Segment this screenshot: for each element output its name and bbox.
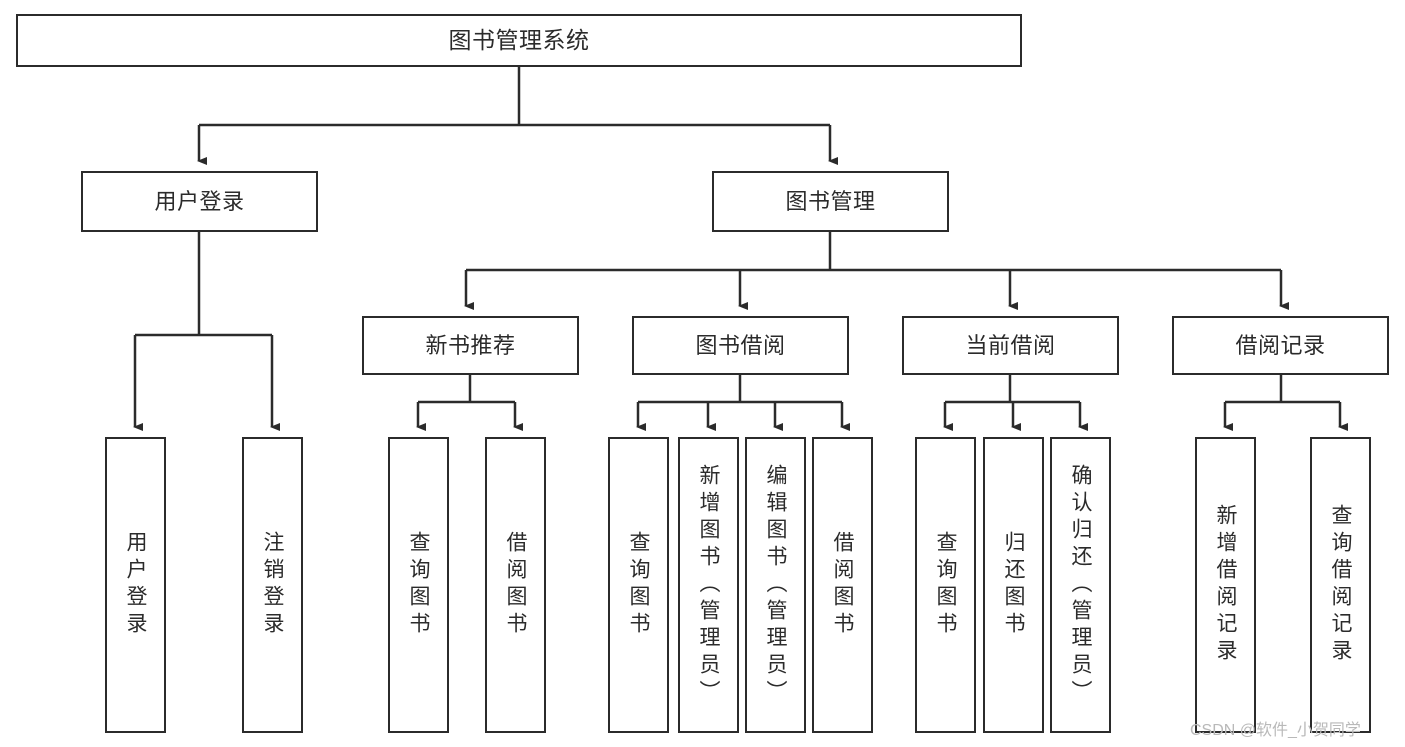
node-label: 查询借阅记录 xyxy=(1329,504,1352,666)
node-label: 编辑图书（管理员） xyxy=(764,463,787,707)
node-label: 归还图书 xyxy=(1002,531,1025,639)
leaf-new-book-borrow-book[interactable]: 借阅图书 xyxy=(485,437,546,733)
node-current-borrow[interactable]: 当前借阅 xyxy=(902,316,1119,375)
node-label: 新书推荐 xyxy=(425,332,516,358)
leaf-book-borrow-add-book-admin[interactable]: 新增图书（管理员） xyxy=(678,437,739,733)
node-label: 用户登录 xyxy=(154,188,245,214)
node-book-management[interactable]: 图书管理 xyxy=(712,171,949,232)
leaf-book-borrow-edit-book-admin[interactable]: 编辑图书（管理员） xyxy=(745,437,806,733)
node-new-book-recommend[interactable]: 新书推荐 xyxy=(362,316,579,375)
node-label: 确认归还（管理员） xyxy=(1069,463,1092,707)
leaf-borrow-record-query-record[interactable]: 查询借阅记录 xyxy=(1310,437,1371,733)
node-label: 查询图书 xyxy=(627,531,650,639)
csdn-watermark: CSDN @软件_小贺同学 xyxy=(1190,722,1361,739)
node-label: 注销登录 xyxy=(261,531,284,639)
node-label: 查询图书 xyxy=(934,531,957,639)
node-label: 借阅图书 xyxy=(504,531,527,639)
node-user-login[interactable]: 用户登录 xyxy=(81,171,318,232)
node-label: 用户登录 xyxy=(124,531,147,639)
leaf-current-borrow-confirm-return-admin[interactable]: 确认归还（管理员） xyxy=(1050,437,1111,733)
node-label: 图书管理系统 xyxy=(448,27,590,54)
leaf-book-borrow-query-book[interactable]: 查询图书 xyxy=(608,437,669,733)
node-label: 借阅图书 xyxy=(831,531,854,639)
node-label: 新增图书（管理员） xyxy=(697,463,720,707)
node-label: 新增借阅记录 xyxy=(1214,504,1237,666)
leaf-user-login-signin[interactable]: 用户登录 xyxy=(105,437,166,733)
node-label: 图书借阅 xyxy=(695,332,786,358)
leaf-borrow-record-add-record[interactable]: 新增借阅记录 xyxy=(1195,437,1256,733)
node-book-management-system[interactable]: 图书管理系统 xyxy=(16,14,1022,67)
leaf-new-book-query-book[interactable]: 查询图书 xyxy=(388,437,449,733)
node-book-borrow[interactable]: 图书借阅 xyxy=(632,316,849,375)
leaf-current-borrow-query-book[interactable]: 查询图书 xyxy=(915,437,976,733)
node-label: 当前借阅 xyxy=(965,332,1056,358)
node-label: 图书管理 xyxy=(785,188,876,214)
node-label: 查询图书 xyxy=(407,531,430,639)
leaf-current-borrow-return-book[interactable]: 归还图书 xyxy=(983,437,1044,733)
leaf-user-login-signout[interactable]: 注销登录 xyxy=(242,437,303,733)
node-label: 借阅记录 xyxy=(1235,332,1326,358)
leaf-book-borrow-borrow-book[interactable]: 借阅图书 xyxy=(812,437,873,733)
node-borrow-record[interactable]: 借阅记录 xyxy=(1172,316,1389,375)
